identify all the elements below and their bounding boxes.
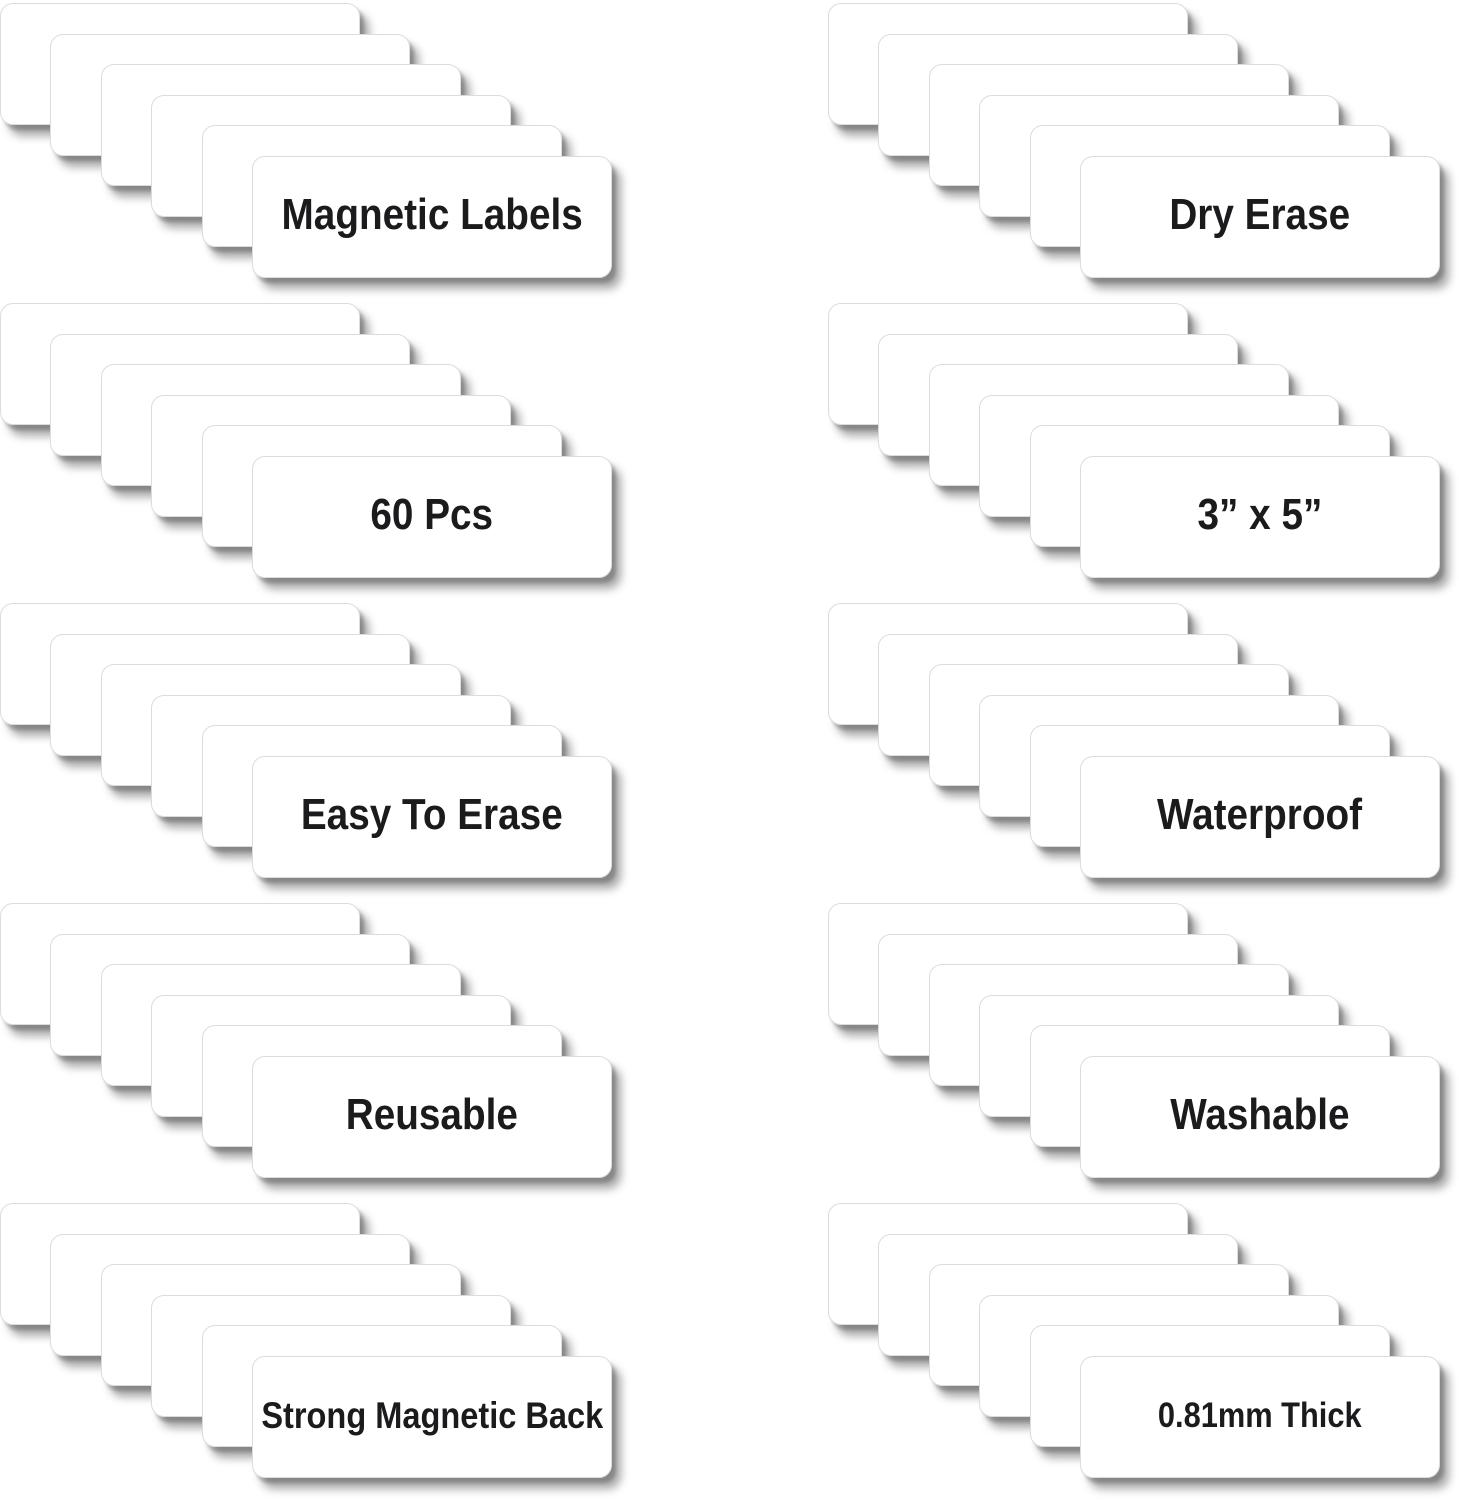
label-text: Magnetic Labels [281,190,583,239]
label-card-front: Reusable [252,1056,612,1178]
label-card-front: Washable [1080,1056,1440,1178]
label-stack-strong-magnetic-back: Strong Magnetic Back [0,1203,613,1479]
label-text: Reusable [345,1090,519,1139]
label-stack-easy-to-erase: Easy To Erase [0,603,613,879]
label-stack-reusable: Reusable [0,903,613,1179]
label-stack-magnetic-labels: Magnetic Labels [0,3,613,279]
label-card-front: Easy To Erase [252,756,612,878]
label-text: Washable [1170,1090,1350,1139]
label-card-front: 60 Pcs [252,456,612,578]
label-card-front: Strong Magnetic Back [252,1356,612,1478]
label-stack-dry-erase: Dry Erase [828,3,1441,279]
label-stack-60-pcs: 60 Pcs [0,303,613,579]
label-text: Strong Magnetic Back [261,1394,603,1436]
label-stack-waterproof: Waterproof [828,603,1441,879]
label-stack-washable: Washable [828,903,1441,1179]
label-card-front: Waterproof [1080,756,1440,878]
label-card-front: 0.81mm Thick [1080,1356,1440,1478]
label-card-front: Magnetic Labels [252,156,612,278]
label-text: Waterproof [1157,790,1363,839]
label-stack-3x5-size: 3” x 5” [828,303,1441,579]
label-text: Easy To Erase [301,790,563,839]
label-stack-thickness: 0.81mm Thick [828,1203,1441,1479]
label-text: 3” x 5” [1197,490,1323,539]
label-text: Dry Erase [1169,190,1351,239]
label-card-front: Dry Erase [1080,156,1440,278]
label-text: 0.81mm Thick [1158,1395,1362,1435]
label-text: 60 Pcs [370,490,494,539]
label-card-front: 3” x 5” [1080,456,1440,578]
